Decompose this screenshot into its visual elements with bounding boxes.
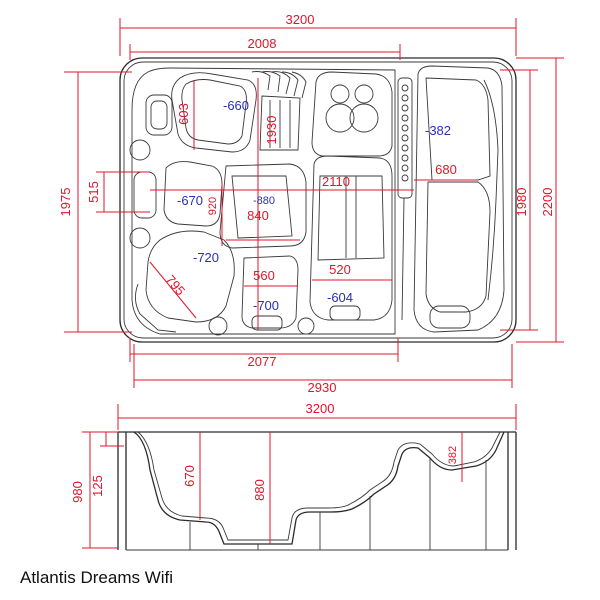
lounger xyxy=(413,65,505,333)
plan-dimensions xyxy=(64,18,564,388)
depth-720: -720 xyxy=(193,250,219,265)
dim-603: 603 xyxy=(176,103,191,125)
section-dim-width: 3200 xyxy=(306,401,335,416)
dim-1930: 1930 xyxy=(264,116,279,145)
seat-left-mid xyxy=(129,139,223,249)
dim-680: 680 xyxy=(435,162,457,177)
section-dim-670: 670 xyxy=(182,465,197,487)
dim-2110: 2110 xyxy=(322,174,350,189)
dim-795: 795 xyxy=(163,272,188,298)
dim-overall-width: 3200 xyxy=(286,12,315,27)
section-dim-125: 125 xyxy=(90,475,105,497)
depth-604: -604 xyxy=(327,290,353,305)
seat-top-center xyxy=(311,71,393,157)
dim-2077: 2077 xyxy=(248,354,277,369)
seat-bottom-small xyxy=(241,255,315,335)
dim-overall-depth: 2200 xyxy=(540,188,555,217)
dim-2930: 2930 xyxy=(308,380,337,395)
depth-670: -670 xyxy=(177,193,203,208)
section-view: 3200 980 125 670 880 382 xyxy=(70,401,517,551)
depth-880: -880 xyxy=(253,195,275,207)
dim-520: 520 xyxy=(329,262,351,277)
seat-center xyxy=(219,163,307,249)
dim-840: 840 xyxy=(247,208,269,223)
dim-560: 560 xyxy=(253,268,275,283)
dim-515: 515 xyxy=(86,181,101,203)
dim-920: 920 xyxy=(207,197,219,215)
ribs-top xyxy=(251,71,307,151)
dim-left-height: 1975 xyxy=(58,188,73,217)
footwell-outline xyxy=(131,67,396,335)
section-dim-382: 382 xyxy=(447,446,459,464)
dim-lounger-length: 1980 xyxy=(514,188,529,217)
plan-view: 3200 2008 1975 515 603 1930 920 840 2110… xyxy=(58,12,564,395)
section-dim-880: 880 xyxy=(252,479,267,501)
section-dim-980: 980 xyxy=(70,481,85,503)
jet-strip xyxy=(397,77,413,321)
seat-top-left xyxy=(145,72,257,153)
seat-lower-left xyxy=(135,230,235,336)
depth-700: -700 xyxy=(253,298,279,313)
product-caption: Atlantis Dreams Wifi xyxy=(20,568,174,587)
depth-660: -660 xyxy=(223,98,249,113)
dim-inner-width: 2008 xyxy=(248,36,277,51)
depth-382: -382 xyxy=(425,123,451,138)
shell-outline xyxy=(119,57,517,343)
shell-inner-outline xyxy=(123,61,513,339)
